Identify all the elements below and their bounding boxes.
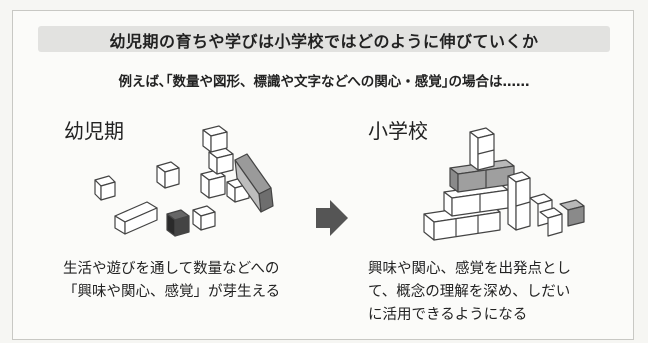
title-band	[38, 26, 610, 52]
block-column-top	[469, 127, 495, 171]
block-7	[208, 147, 234, 175]
block-10	[234, 153, 274, 213]
block-3	[156, 161, 180, 189]
stacked-blocks-illustration	[423, 127, 585, 241]
scattered-blocks-illustration	[94, 125, 274, 237]
block-4	[166, 209, 190, 237]
diagram-title: 幼児期の育ちや学びは小学校ではどのように伸びていくか	[109, 32, 539, 51]
block-2	[114, 201, 158, 235]
block-6	[200, 169, 226, 199]
early-childhood-heading: 幼児期	[64, 119, 124, 143]
caption-line: 生活や遊びを通して数量などへの	[63, 261, 280, 277]
caption-line: 興味や関心、感覚を出発点とし	[368, 261, 571, 277]
early-childhood-caption: 生活や遊びを通して数量などへの 「興味や関心、感覚」が芽生える	[63, 258, 280, 304]
caption-line: 「興味や関心、感覚」が芽生える	[63, 284, 281, 300]
caption-line: に活用できるようになる	[368, 307, 528, 323]
block-steps-right	[529, 193, 563, 237]
elementary-school-caption: 興味や関心、感覚を出発点とし て、概念の理解を深め、しだい に活用できるようにな…	[368, 258, 571, 327]
block-column-right	[507, 171, 531, 231]
diagram-panel	[12, 10, 634, 340]
block-5	[192, 205, 216, 231]
block-8	[202, 125, 228, 153]
block-1	[94, 175, 116, 201]
progression-arrow-icon	[316, 200, 348, 236]
caption-line: て、概念の理解を深め、しだい	[368, 284, 571, 300]
elementary-school-heading: 小学校	[368, 119, 428, 143]
diagram-subtitle: 例えば､｢数量や図形、標識や文字などへの関心・感覚｣の場合は……	[118, 74, 530, 90]
block-step-gray	[559, 199, 585, 227]
